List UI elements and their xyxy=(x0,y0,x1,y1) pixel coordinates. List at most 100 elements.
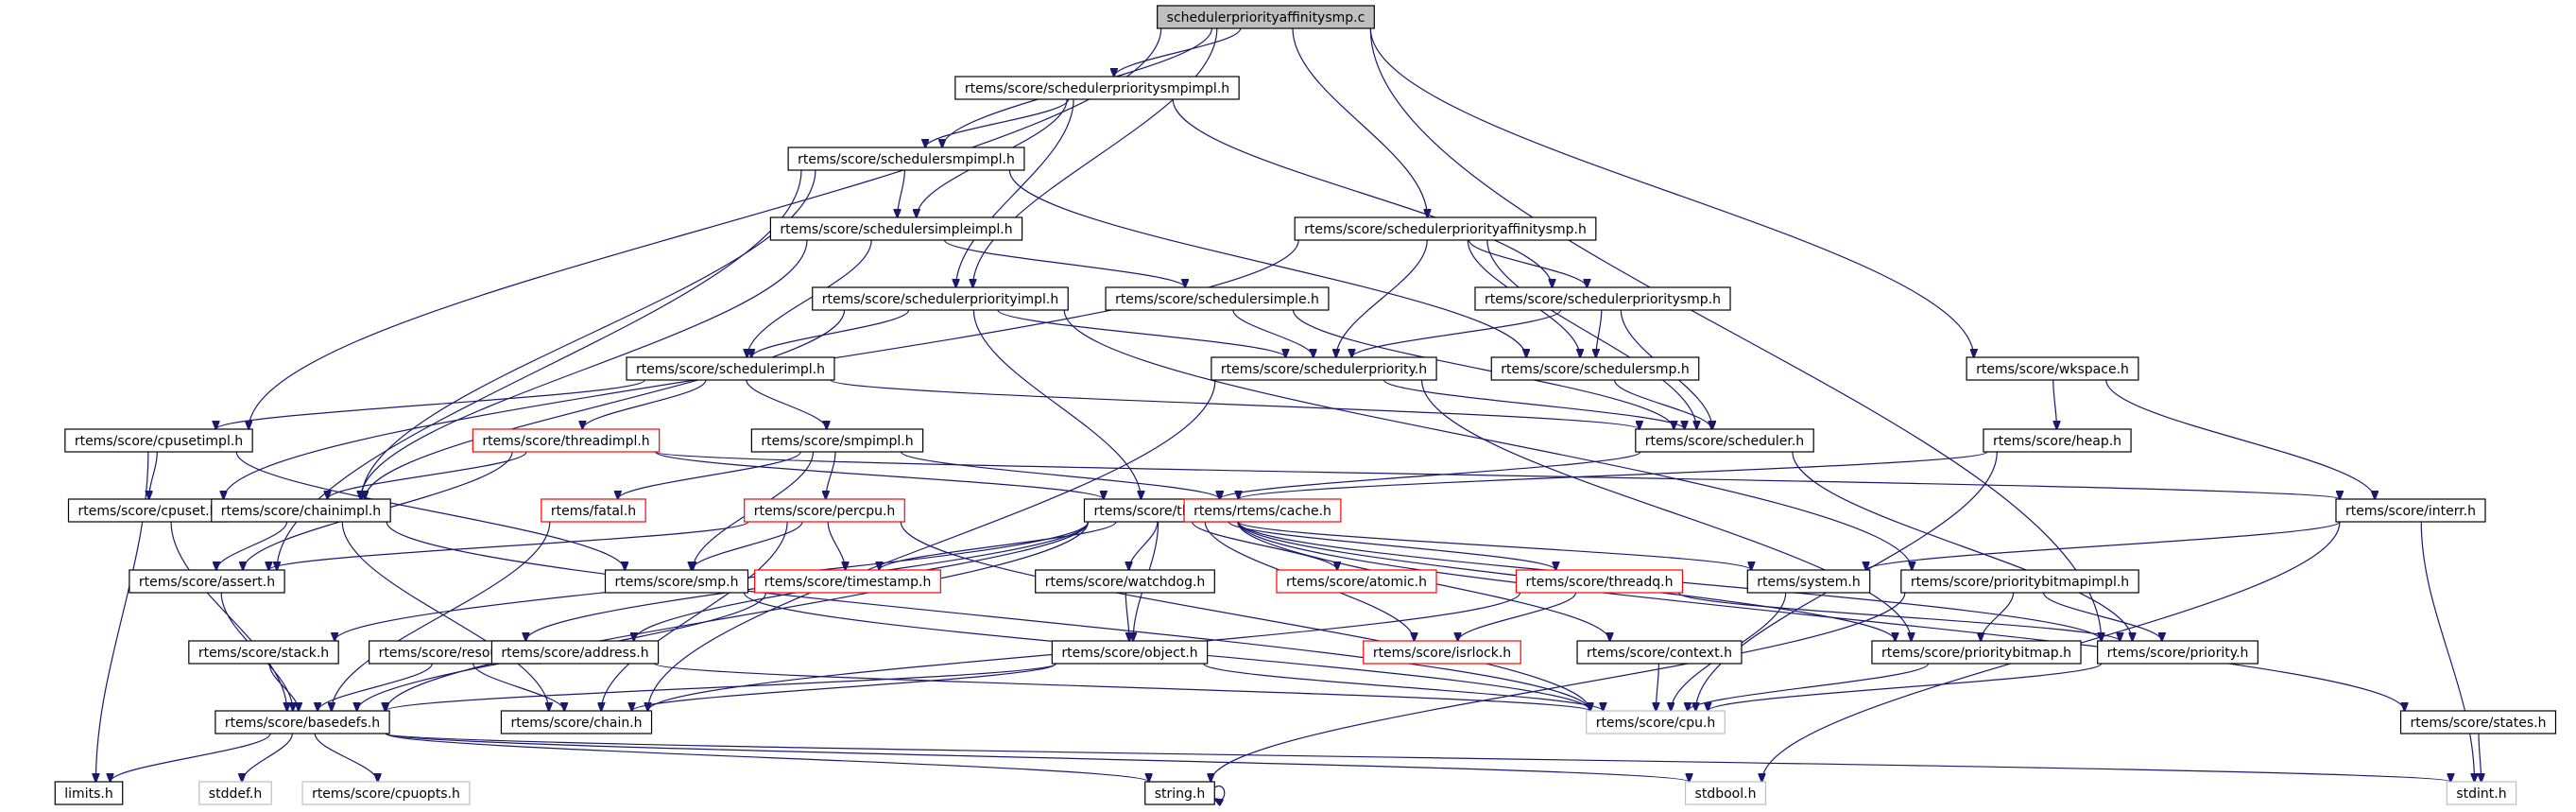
edge-pbmimpl-to-priority xyxy=(2042,592,2162,641)
node-rtems-score-threadq-h[interactable]: rtems/score/threadq.h xyxy=(1515,569,1684,594)
nodes-layer: schedulerpriorityaffinitysmp.c rtems/scor… xyxy=(54,5,2557,805)
node-box xyxy=(1684,781,1767,805)
node-rtems-score-schedulersimple-h[interactable]: rtems/score/schedulersimple.h xyxy=(1105,286,1330,311)
edges-layer xyxy=(95,27,2481,800)
node-rtems-score-context-h[interactable]: rtems/score/context.h xyxy=(1576,640,1743,665)
node-rtems-score-cpuopts-h[interactable]: rtems/score/cpuopts.h xyxy=(301,781,471,805)
node-box xyxy=(1211,356,1437,381)
node-label: rtems/score/basedefs.h xyxy=(225,716,380,731)
node-rtems-score-schedulerpriorityimpl-h[interactable]: rtems/score/schedulerpriorityimpl.h xyxy=(812,286,1069,311)
node-label: rtems/score/context.h xyxy=(1587,646,1732,661)
node-rtems-rtems-cache-h[interactable]: rtems/rtems/cache.h xyxy=(1183,498,1342,523)
node-rtems-score-basedefs-h[interactable]: rtems/score/basedefs.h xyxy=(215,710,390,734)
edge-percpu-to-assert xyxy=(268,521,749,570)
node-label: rtems/score/smpimpl.h xyxy=(761,434,913,449)
node-label: stdbool.h xyxy=(1695,786,1757,802)
edge-root-to-sprsmpimpl xyxy=(1114,27,1242,77)
edge-ssmpimpl-to-ssimpleimpl xyxy=(898,169,906,217)
node-rtems-score-schedulersimpleimpl-h[interactable]: rtems/score/schedulersimpleimpl.h xyxy=(769,216,1023,241)
edge-basedefs-to-limits xyxy=(111,733,271,782)
edge-threadq-to-priority xyxy=(1677,592,2120,641)
node-stdbool-h[interactable]: stdbool.h xyxy=(1684,781,1767,805)
node-label: schedulerpriorityaffinitysmp.c xyxy=(1167,10,1365,26)
edge-simpl-to-smpimpl xyxy=(746,379,827,429)
node-box xyxy=(1144,781,1215,805)
node-rtems-score-isrlock-h[interactable]: rtems/score/isrlock.h xyxy=(1363,640,1521,665)
node-label: rtems/fatal.h xyxy=(551,504,636,519)
node-rtems-score-cpusetimpl-h[interactable]: rtems/score/cpusetimpl.h xyxy=(64,428,253,453)
node-box xyxy=(500,710,653,734)
node-box xyxy=(2446,781,2517,805)
node-rtems-system-h[interactable]: rtems/system.h xyxy=(1746,569,1871,594)
node-box xyxy=(2399,710,2557,734)
edge-smpimpl-to-fatal xyxy=(618,451,801,499)
edge-thread-to-watchdog xyxy=(1129,521,1159,570)
node-rtems-score-cpuset-h[interactable]: rtems/score/cpuset.h xyxy=(67,498,229,523)
node-label: rtems/score/priority.h xyxy=(2107,646,2249,661)
node-box xyxy=(1294,216,1597,241)
node-schedulerpriorityaffinitysmp-c[interactable]: schedulerpriorityaffinitysmp.c xyxy=(1157,5,1375,29)
node-rtems-score-smpimpl-h[interactable]: rtems/score/smpimpl.h xyxy=(750,428,924,453)
node-rtems-score-schedulerpriorityaffinitysmp-h[interactable]: rtems/score/schedulerpriorityaffinitysmp… xyxy=(1294,216,1597,241)
node-rtems-score-cpu-h[interactable]: rtems/score/cpu.h xyxy=(1586,710,1726,734)
node-rtems-score-atomic-h[interactable]: rtems/score/atomic.h xyxy=(1276,569,1437,594)
edge-pbmimpl-to-string xyxy=(1211,592,1906,782)
edge-ssimple-to-scheduler xyxy=(1292,309,1674,429)
node-label: rtems/score/cpusetimpl.h xyxy=(75,434,243,449)
node-rtems-score-chain-h[interactable]: rtems/score/chain.h xyxy=(500,710,653,734)
edge-sprimpl-to-thread xyxy=(972,309,1141,499)
node-rtems-score-interr-h[interactable]: rtems/score/interr.h xyxy=(2335,498,2486,523)
node-box xyxy=(1586,710,1726,734)
edge-percpu-to-cpu xyxy=(900,521,1589,711)
node-rtems-score-schedulerpriority-h[interactable]: rtems/score/schedulerpriority.h xyxy=(1211,356,1437,381)
node-rtems-score-smp-h[interactable]: rtems/score/smp.h xyxy=(604,569,749,594)
node-rtems-score-priority-h[interactable]: rtems/score/priority.h xyxy=(2097,640,2258,665)
node-rtems-score-threadimpl-h[interactable]: rtems/score/threadimpl.h xyxy=(472,428,661,453)
edge-scheduler-to-priority xyxy=(1792,451,2133,641)
node-label: rtems/score/schedulersimpleimpl.h xyxy=(780,222,1012,237)
edge-basedefs-to-string xyxy=(385,733,1149,782)
edge-ssmpimpl-to-ssmp xyxy=(1008,169,1526,357)
edge-chainimpl-to-assert xyxy=(216,521,288,570)
node-box xyxy=(1157,5,1375,29)
node-rtems-score-schedulersmp-h[interactable]: rtems/score/schedulersmp.h xyxy=(1490,356,1700,381)
node-rtems-score-watchdog-h[interactable]: rtems/score/watchdog.h xyxy=(1035,569,1215,594)
node-rtems-score-schedulerprioritysmpimpl-h[interactable]: rtems/score/schedulerprioritysmpimpl.h xyxy=(954,76,1240,100)
edge-thread-to-timestamp xyxy=(879,521,1117,570)
node-string-h[interactable]: string.h xyxy=(1144,781,1215,805)
node-rtems-score-schedulerprioritysmp-h[interactable]: rtems/score/schedulerprioritysmp.h xyxy=(1474,286,1731,311)
edge-basedefs-to-stdbool xyxy=(385,733,1689,782)
node-rtems-score-stack-h[interactable]: rtems/score/stack.h xyxy=(188,640,339,665)
node-box xyxy=(198,781,272,805)
edge-resource-to-basedefs xyxy=(318,663,433,711)
node-rtems-fatal-h[interactable]: rtems/fatal.h xyxy=(541,498,646,523)
node-stddef-h[interactable]: stddef.h xyxy=(198,781,272,805)
node-limits-h[interactable]: limits.h xyxy=(54,781,124,805)
node-label: stdint.h xyxy=(2456,786,2506,802)
node-stdint-h[interactable]: stdint.h xyxy=(2446,781,2517,805)
node-rtems-score-wkspace-h[interactable]: rtems/score/wkspace.h xyxy=(1966,356,2139,381)
node-label: rtems/score/schedulerpriorityaffinitysmp… xyxy=(1304,222,1587,237)
node-rtems-score-scheduler-h[interactable]: rtems/score/scheduler.h xyxy=(1635,428,1814,453)
node-rtems-score-schedulersmpimpl-h[interactable]: rtems/score/schedulersmpimpl.h xyxy=(787,147,1025,171)
node-rtems-score-timestamp-h[interactable]: rtems/score/timestamp.h xyxy=(754,569,941,594)
edge-sprsmp-to-spr xyxy=(1352,309,1562,357)
node-rtems-score-states-h[interactable]: rtems/score/states.h xyxy=(2399,710,2557,734)
node-rtems-score-prioritybitmap-h[interactable]: rtems/score/prioritybitmap.h xyxy=(1871,640,2082,665)
node-box xyxy=(787,147,1025,171)
node-rtems-score-chainimpl-h[interactable]: rtems/score/chainimpl.h xyxy=(211,498,391,523)
node-rtems-score-assert-h[interactable]: rtems/score/assert.h xyxy=(129,569,285,594)
node-box xyxy=(769,216,1023,241)
edge-stack-to-basedefs xyxy=(268,663,299,711)
edge-percpu-to-timestamp xyxy=(827,521,845,570)
node-rtems-score-heap-h[interactable]: rtems/score/heap.h xyxy=(1983,428,2132,453)
node-rtems-score-object-h[interactable]: rtems/score/object.h xyxy=(1051,640,1209,665)
edge-thread-to-system xyxy=(1237,521,1752,570)
node-rtems-score-schedulerimpl-h[interactable]: rtems/score/schedulerimpl.h xyxy=(626,356,835,381)
edge-cpusetimpl-to-limits xyxy=(95,451,149,782)
edge-chainimpl-to-cpu xyxy=(386,521,1589,711)
node-rtems-score-address-h[interactable]: rtems/score/address.h xyxy=(490,640,660,665)
node-rtems-score-prioritybitmapimpl-h[interactable]: rtems/score/prioritybitmapimpl.h xyxy=(1900,569,2139,594)
node-rtems-score-percpu-h[interactable]: rtems/score/percpu.h xyxy=(744,498,905,523)
node-label: rtems/score/chainimpl.h xyxy=(221,504,381,519)
